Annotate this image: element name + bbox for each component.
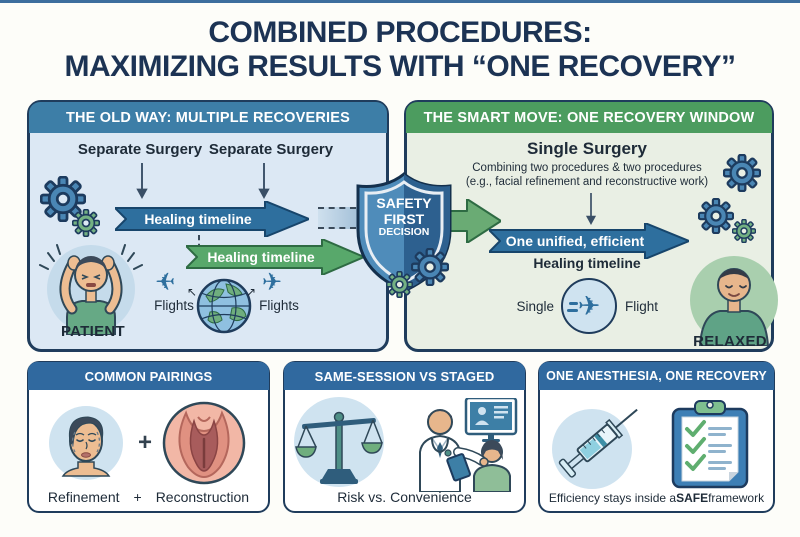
right-block-arrow-icon [489,223,689,259]
one-anesthesia-header: ONE ANESTHESIA, ONE RECOVERY [539,362,774,390]
gear-icon [386,271,413,298]
reconstruction-label: Reconstruction [155,489,250,505]
plus-icon: + [137,429,152,456]
single-surgery-heading: Single Surgery [527,139,647,158]
checklist-clipboard-illustration [671,400,749,489]
caption-post: framework [708,491,765,505]
separate-surgery-left-label: Separate Surgery [77,141,203,158]
timeline-connector-dash [198,235,200,249]
speed-line [569,302,578,305]
gear-icon [411,248,449,286]
gear-icon [732,219,756,243]
risk-convenience-caption: Risk vs. Convenience [337,489,472,505]
same-session-header: SAME-SESSION VS STAGED [284,362,525,390]
pairings-caption: Refinement + Reconstruction [29,489,268,505]
old-way-header: THE OLD WAY: MULTIPLE RECOVERIES [29,102,387,133]
doctor-consult-illustration [419,398,518,492]
healing-timeline-sublabel: Healing timeline [533,255,641,271]
gear-icon [698,198,734,234]
gear-icon [723,154,761,192]
flight-arrow-right-icon: ↗ [246,285,257,299]
unified-timeline-label: One unified, efficient [505,233,645,249]
patient-label: PATIENT [60,323,126,340]
down-arrow-icon [584,193,598,225]
same-session-panel: SAME-SESSION VS STAGED [283,361,526,513]
common-pairings-header: COMMON PAIRINGS [28,362,269,390]
shield-line1: SAFETY [376,195,432,211]
plus-label: + [133,489,142,505]
refinement-face-illustration [49,406,123,480]
bottom-border [0,0,800,3]
right-block-arrow-icon [186,239,364,275]
speed-line [567,309,578,312]
caption-safe: SAFE [676,491,709,505]
healing-timeline-arrow-blue: Healing timeline [115,201,309,237]
healing-timeline-label: Healing timeline [144,211,252,227]
balance-scale-illustration [294,397,384,487]
right-block-arrow-icon [115,201,309,237]
down-arrow-icon [135,163,149,199]
separate-surgery-right-label: Separate Surgery [208,141,334,158]
gear-icon [72,209,100,237]
one-anesthesia-panel: ONE ANESTHESIA, ONE RECOVERY [538,361,775,513]
healing-timeline-arrow-green: Healing timeline [186,239,364,275]
stressed-patient-illustration [39,244,143,335]
flight-label: Flight [625,299,659,314]
unified-timeline-arrow: One unified, efficient [489,223,689,259]
reconstruction-anatomy-illustration [162,401,246,485]
caption-pre: Efficiency stays inside a [548,491,677,505]
globe-icon [196,278,252,334]
old-way-panel: THE OLD WAY: MULTIPLE RECOVERIES Separat… [27,100,389,352]
flights-right-label: Flights [259,298,299,313]
relaxed-label: RELAXED [693,333,767,350]
flights-left-label: Flights [154,298,194,313]
flight-arrow-left-icon: ↖ [187,285,198,299]
single-surgery-subtext-1: Combining two procedures & two procedure… [472,162,702,174]
smart-move-panel: THE SMART MOVE: ONE RECOVERY WINDOW Sing… [404,100,778,352]
smart-move-header: THE SMART MOVE: ONE RECOVERY WINDOW [406,102,772,133]
page-title-line2: MAXIMIZING RESULTS WITH “ONE RECOVERY” [64,50,736,83]
single-surgery-subtext-2: (e.g., facial refinement and reconstruct… [465,176,709,188]
single-flight-icon: ✈ [561,278,617,334]
syringe-illustration [552,408,638,489]
refinement-label: Refinement [47,489,120,505]
single-label: Single [516,299,554,314]
common-pairings-panel: COMMON PAIRINGS + Refinement + Reconstru… [27,361,270,513]
shield-line3: DECISION [378,226,430,239]
anesthesia-caption: Efficiency stays inside a SAFE framework [540,491,773,505]
plane-icon: ✈ [577,290,601,321]
shield-line2: FIRST [383,210,425,227]
relaxed-patient-illustration [690,256,778,346]
down-arrow-icon [257,163,271,199]
healing-timeline-label: Healing timeline [207,249,315,265]
page-title-line1: COMBINED PROCEDURES: [208,16,592,49]
plane-icon: ✈ [262,269,283,296]
plane-icon: ✈ [155,269,176,296]
